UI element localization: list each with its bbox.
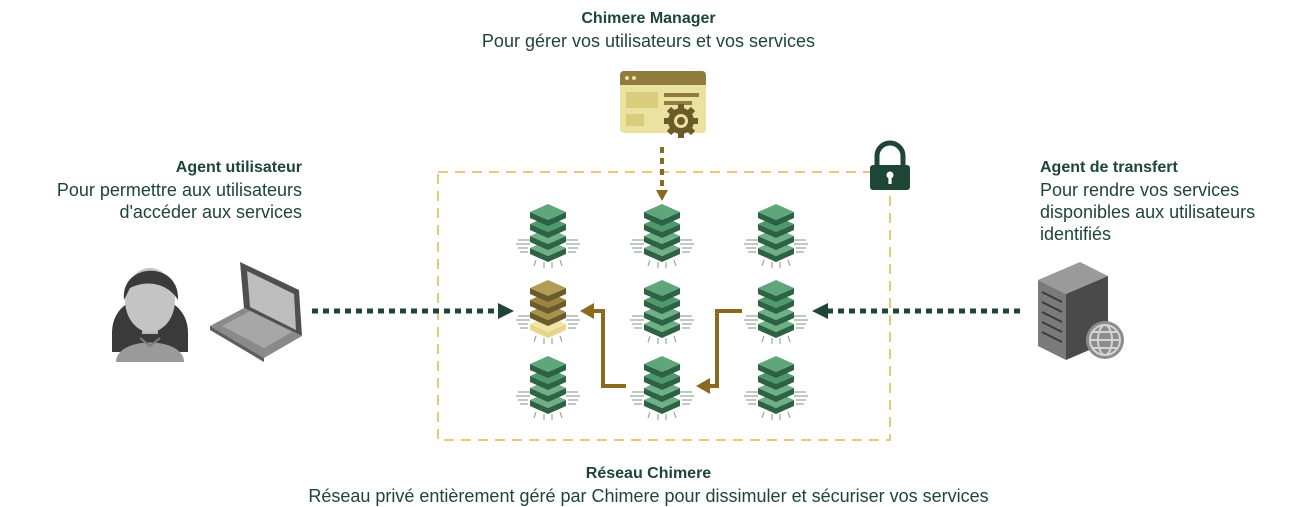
agent-user-title: Agent utilisateur (175, 159, 302, 176)
server-node-icon (515, 355, 581, 421)
user-avatar-icon (112, 268, 188, 362)
agent-transfer-description-line: disponibles aux utilisateurs (1040, 202, 1256, 222)
agent-user-description-line: Pour permettre aux utilisateurs (56, 180, 302, 200)
transfer-to-network-arrow (812, 303, 1020, 319)
server-globe-icon (1038, 262, 1124, 360)
network-caption: Réseau Chimere Réseau privé entièrement … (0, 463, 1297, 507)
network-title: Réseau Chimere (585, 465, 712, 482)
server-node-icon (629, 279, 695, 345)
server-node-icon (743, 279, 809, 345)
user-to-network-arrow (312, 303, 514, 319)
agent-transfer-title: Agent de transfert (1040, 159, 1178, 176)
laptop-icon (210, 262, 302, 362)
network-description: Réseau privé entièrement géré par Chimer… (308, 486, 989, 506)
agent-user-description-line: d'accéder aux services (119, 202, 302, 222)
manager-title: Chimere Manager (581, 10, 716, 27)
web-admin-gear-icon (620, 71, 706, 138)
internal-route-arrow (580, 303, 626, 388)
server-node-icon (629, 355, 695, 421)
agent-transfer-description-line: Pour rendre vos services (1040, 180, 1240, 200)
internal-route-arrow (696, 309, 742, 394)
server-node-icon (629, 203, 695, 269)
server-node-icon (743, 355, 809, 421)
manager-caption: Chimere Manager Pour gérer vos utilisate… (0, 8, 1297, 52)
agent-transfer-caption: Agent de transfert Pour rendre vos servi… (1040, 157, 1255, 245)
server-node-icon (515, 203, 581, 269)
server-node-icon (743, 203, 809, 269)
manager-description: Pour gérer vos utilisateurs et vos servi… (481, 31, 816, 51)
agent-transfer-description-line: identifiés (1040, 224, 1112, 244)
server-node-entry-icon (515, 279, 581, 345)
padlock-icon (870, 140, 910, 190)
agent-user-caption: Agent utilisateur Pour permettre aux uti… (57, 157, 302, 223)
manager-to-network-arrow (656, 147, 668, 201)
